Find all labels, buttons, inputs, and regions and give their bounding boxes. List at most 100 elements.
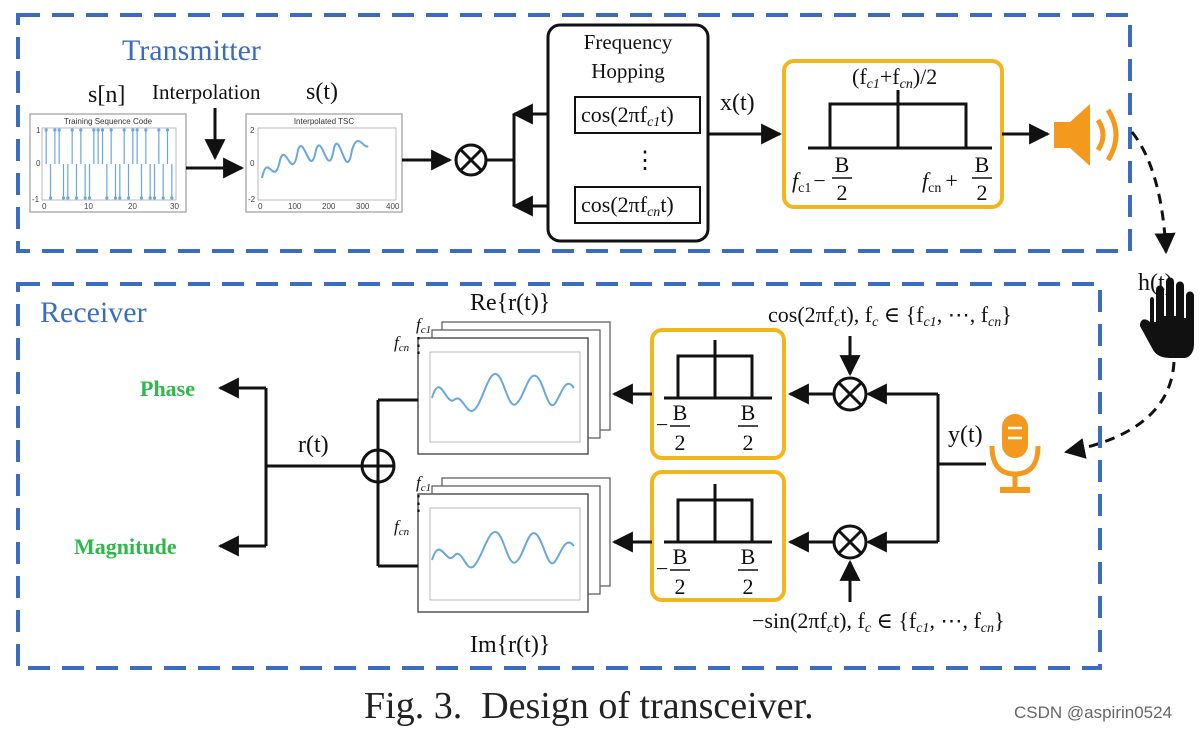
tsc-stem-marker [83,196,87,200]
tsc-stem-marker [122,128,126,132]
cos-fcn-text: cos(2πfcnt) [581,192,674,220]
interp-ytick-neg2: -2 [248,195,256,204]
s-n-label: s[n] [88,82,125,108]
spectrum-right-B: B [975,152,990,177]
tsc-stem-marker [79,128,83,132]
tsc-stem-marker [118,196,122,200]
upper-lowpass-filter-box [650,328,786,460]
lower-lpf-minus: − [656,556,668,581]
tsc-xtick-10: 10 [84,202,93,211]
r-t-label: r(t) [298,432,329,458]
tsc-stem-marker [165,128,170,132]
figure-caption: Fig. 3. Design of transceiver. [364,685,814,727]
tsc-ytick-neg1: -1 [32,195,40,204]
cos-fcn-box [574,186,701,224]
cos-fc1-text: cos(2πfc1t) [581,102,674,130]
tsc-xtick-20: 20 [128,202,137,211]
tsc-stem-marker [161,196,165,200]
tsc-stem-marker [57,128,61,132]
lower-lpf-right-B: B [741,544,756,569]
interp-xtick-300: 300 [356,202,370,211]
imag-part-label: Im{r(t)} [470,632,550,658]
spectrum-left-B: B [835,152,850,177]
stack-lower-dots: ⋮ [408,491,429,515]
tsc-stem-marker [61,196,66,200]
rx-upper-mixer [832,376,868,412]
fh-vertical-dots: ⋮ [633,148,657,174]
lower-lpf-shape [664,484,772,544]
tx-mixer [454,143,488,177]
phase-output-label: Phase [140,376,195,401]
summation-node [360,448,396,484]
lower-lowpass-filter-box [650,470,786,602]
tsc-plot: Training Sequence Code 1 0 -1 0 10 20 30 [29,113,187,213]
real-part-label: Re{r(t)} [470,290,550,316]
tsc-stem-marker [53,128,57,132]
tsc-stem-marker [170,196,174,200]
spectrum-right-label: fcn+ [922,168,958,196]
tsc-xtick-0: 0 [42,202,47,211]
hand-icon [1140,277,1194,358]
tsc-stem-marker [131,128,135,132]
upper-lpf-minus: − [656,412,668,437]
stack-upper-fc1: fc1 [416,315,431,336]
upper-lpf-right-2: 2 [743,430,754,455]
tsc-stem-marker [70,128,74,132]
tx-spectrum-shape [808,90,992,150]
upper-lpf-shape [664,340,772,400]
hand-to-mic-dashed-arrow [1063,361,1176,459]
interp-xtick-200: 200 [322,202,336,211]
spectrum-center-label: (fc1+fcn)/2 [852,64,937,92]
tsc-stem-marker [44,128,48,132]
s-t-label: s(t) [306,79,338,105]
receiver-section-border [16,282,1102,670]
magnitude-output-label: Magnitude [74,534,177,559]
upper-lpf-right-B: B [741,400,756,425]
tsc-stem-marker [66,196,70,200]
tsc-stem-marker [139,196,144,200]
stack-lower-fcn: fcn [394,517,410,538]
tsc-ytick-1: 1 [36,126,41,135]
interp-ytick-2: 2 [250,126,255,135]
tsc-xtick-30: 30 [170,202,179,211]
tsc-stem-marker [144,128,148,132]
rx-lower-mixer [832,524,868,560]
speaker-icon [1054,104,1119,166]
upper-lpf-left-B: B [673,400,688,425]
spectrum-left-2: 2 [837,180,848,205]
sin-reference-label: −sin(2πfct), fc ∈ {fc1, ⋯, fcn} [752,608,1005,636]
tsc-stem-marker [87,196,92,200]
interp-xtick-100: 100 [288,202,302,211]
tsc-stem-marker [135,128,139,132]
tsc-stem-marker [105,196,109,200]
real-part-signal-curve [431,373,575,412]
tsc-stem-marker [113,196,118,200]
real-part-plot-stack [417,321,611,455]
tsc-stem-marker [157,128,161,132]
interp-xtick-0: 0 [258,202,263,211]
tsc-stem-marker [48,196,53,200]
tsc-stem-marker [96,128,100,132]
tsc-stem-marker [126,196,131,200]
interp-plot-title: Interpolated TSC [294,117,355,126]
microphone-icon [989,414,1041,493]
spectrum-left-label: fc1− [792,168,826,196]
cos-fc1-box [574,96,701,134]
lower-lpf-left-B: B [673,544,688,569]
watermark: CSDN @aspirin0524 [1014,703,1172,722]
receiver-label: Receiver [40,296,147,329]
lower-lpf-right-2: 2 [743,574,754,599]
fh-title-line2: Hopping [591,59,665,83]
y-t-label: y(t) [948,422,983,448]
interp-xtick-400: 400 [386,202,400,211]
stack-lower-fc1: fc1 [416,473,431,494]
x-t-label: x(t) [720,90,755,116]
fh-title-line1: Frequency [584,30,673,54]
interpolation-label: Interpolation [152,80,261,104]
imag-part-plot-stack [417,477,611,613]
lower-lpf-left-2: 2 [675,574,686,599]
interp-ytick-0: 0 [250,159,255,168]
tsc-stem-marker [100,128,105,132]
